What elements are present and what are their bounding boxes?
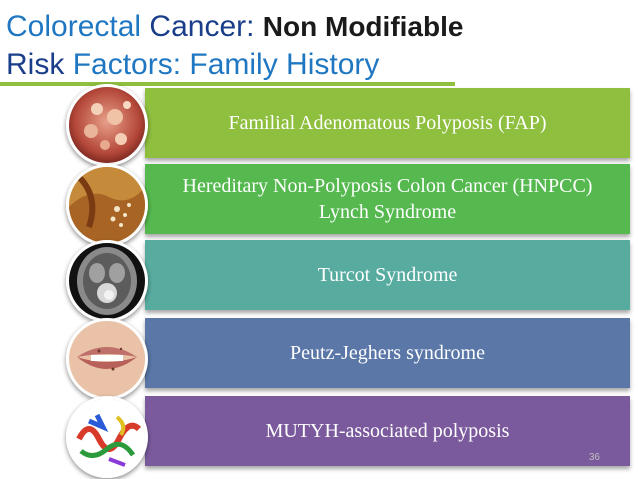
list-item-bar: MUTYH-associated polyposis [145, 396, 630, 466]
list-item-label: Hereditary Non-Polyposis Colon Cancer (H… [182, 175, 593, 223]
list-item: MUTYH-associated polyposis [0, 396, 638, 478]
list-item: Turcot Syndrome [0, 240, 638, 322]
slide-title: Colorectal Cancer: Non Modifiable Risk F… [6, 8, 626, 84]
list-item-bar: Peutz-Jeghers syndrome [145, 318, 630, 388]
lips-image [66, 318, 148, 400]
title-word-factors: Factors: Family History [72, 48, 380, 81]
title-underline [0, 82, 455, 86]
title-word-colorectal: Colorectal [6, 10, 142, 43]
list-item-bar: Turcot Syndrome [145, 240, 630, 310]
title-word-risk: Risk [6, 48, 65, 81]
list-item-bar: Hereditary Non-Polyposis Colon Cancer (H… [145, 164, 630, 234]
list-item-label: Peutz-Jeghers syndrome [290, 342, 485, 364]
list-item-label: Familial Adenomatous Polyposis (FAP) [228, 112, 547, 134]
colon-polyps-image [66, 84, 148, 166]
list-item: Familial Adenomatous Polyposis (FAP) [0, 84, 638, 166]
slide-number: 36 [588, 452, 600, 463]
list-item-bar: Familial Adenomatous Polyposis (FAP) [145, 88, 630, 158]
brain-scan-image [66, 240, 148, 322]
list-item-label: Turcot Syndrome [317, 264, 458, 286]
list-item: Peutz-Jeghers syndrome [0, 318, 638, 400]
list-item: Hereditary Non-Polyposis Colon Cancer (H… [0, 164, 638, 246]
title-word-non-modifiable: Non Modifiable [262, 11, 464, 42]
colon-tissue-image [66, 164, 148, 246]
list-item-label: MUTYH-associated polyposis [265, 420, 510, 442]
protein-structure-image [66, 396, 148, 478]
title-word-cancer: Cancer: [149, 10, 255, 43]
